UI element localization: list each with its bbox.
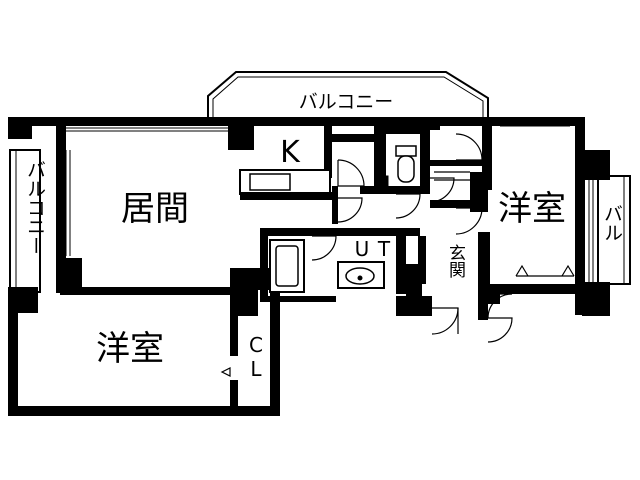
unit-bath-label-t: T: [377, 237, 391, 261]
bathtub: [269, 239, 305, 293]
interior-walls: [60, 120, 500, 412]
room-kitchen-label: K: [280, 135, 301, 170]
balcony-top: バルコニー: [207, 71, 489, 122]
washbasin: [337, 261, 385, 289]
exterior-walls: [8, 117, 610, 416]
balcony-right: バル: [597, 175, 631, 285]
balcony-right-label: バル: [601, 204, 623, 242]
entrance-label: 玄関: [445, 244, 465, 278]
doors: [220, 133, 575, 377]
balcony-left: バルコニー: [9, 149, 46, 293]
unit-bath-label-u: U: [355, 237, 370, 261]
room-western-right-label: 洋室: [498, 189, 566, 229]
toilet: [379, 145, 417, 189]
windows: [11, 125, 594, 406]
kitchen-counter: [239, 169, 332, 200]
room-living-label: 居間: [121, 189, 189, 229]
closet-label-c: C: [249, 333, 263, 357]
balcony-left-label: バルコニー: [24, 160, 46, 255]
balcony-top-label: バルコニー: [299, 91, 394, 113]
room-western-bottom-label: 洋室: [96, 329, 164, 369]
closet-label-l: L: [250, 357, 262, 381]
